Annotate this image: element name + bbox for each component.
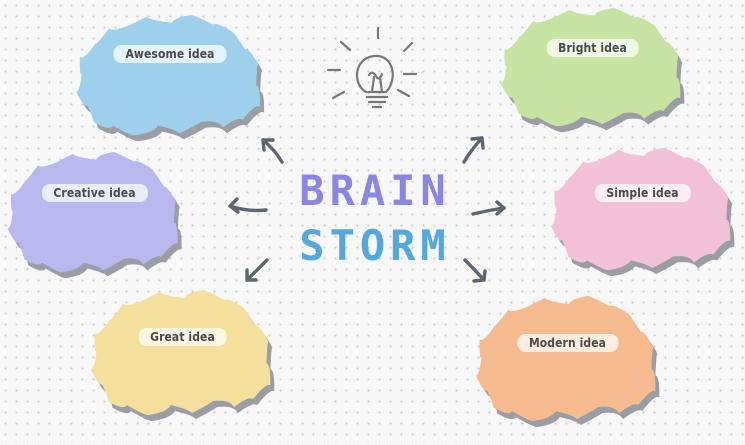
idea-cloud-modern: Modern idea (470, 296, 665, 431)
cloud-shape (475, 296, 660, 428)
cloud-body (7, 152, 178, 273)
idea-label-great: Great idea (138, 328, 227, 346)
arrow-icon (463, 258, 487, 283)
idea-cloud-great: Great idea (85, 290, 280, 425)
cloud-body (500, 8, 681, 127)
idea-cloud-simple: Simple idea (545, 148, 740, 280)
idea-label-bright: Bright idea (546, 39, 639, 57)
title-storm: STORM (299, 221, 451, 270)
arrow-icon (228, 197, 268, 214)
arrow-icon (245, 258, 269, 282)
idea-label-awesome: Awesome idea (113, 45, 227, 63)
arrow-icon (261, 138, 284, 164)
idea-cloud-awesome: Awesome idea (70, 15, 270, 145)
cloud-shape (90, 290, 275, 422)
arrow-icon (462, 136, 485, 164)
idea-cloud-creative: Creative idea (2, 152, 187, 282)
cloud-body (550, 148, 731, 271)
cloud-body (475, 296, 656, 422)
idea-label-creative: Creative idea (41, 184, 148, 202)
idea-cloud-bright: Bright idea (495, 8, 690, 136)
arrow-icon (471, 200, 506, 216)
cloud-body (90, 290, 271, 416)
idea-label-modern: Modern idea (516, 334, 619, 352)
title-brain: BRAIN (299, 166, 451, 215)
idea-label-simple: Simple idea (594, 184, 691, 202)
